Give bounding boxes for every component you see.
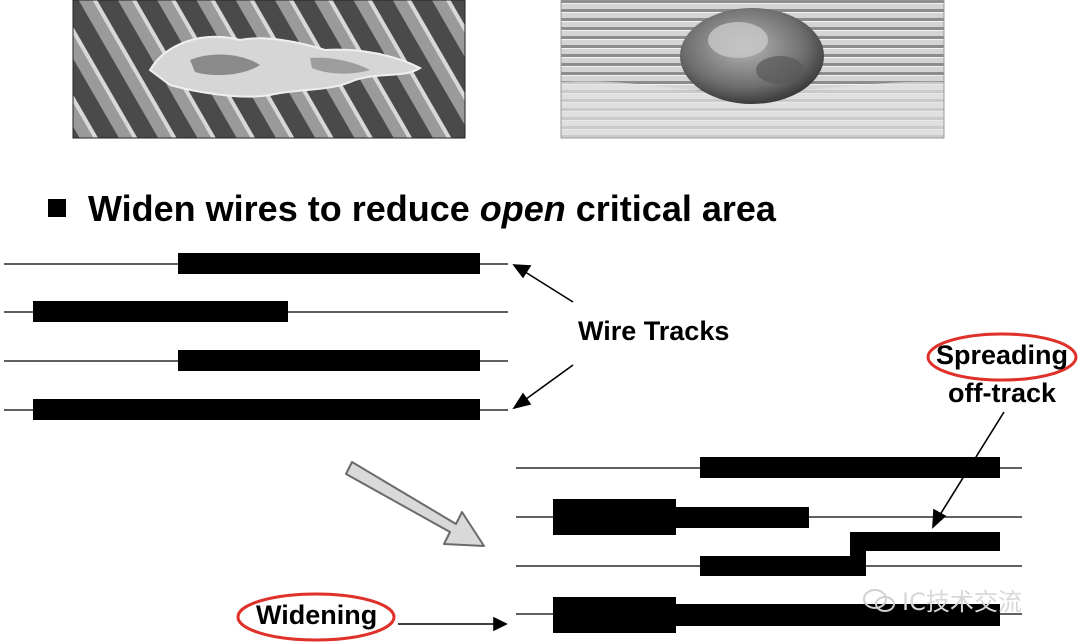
wire-after-4-wide: [553, 597, 676, 633]
spreading-highlight-ring: [926, 332, 1078, 382]
wire-after-1: [700, 457, 1000, 478]
wire-after-4-narrow: [676, 604, 1000, 626]
wire-segment-4: [33, 399, 480, 420]
sem-photo-left: [72, 0, 466, 139]
slide-title: Widen wires to reduce open critical area: [48, 188, 776, 230]
wire-tracks-arrows: [512, 264, 574, 410]
wire-tracks-label: Wire Tracks: [578, 316, 730, 346]
bullet-square-icon: [48, 199, 66, 217]
wire-group-after: [516, 457, 1022, 633]
title-prefix: Widen wires to reduce: [88, 188, 480, 229]
title-suffix: critical area: [565, 188, 776, 229]
watermark: IC技术交流: [862, 582, 1022, 617]
spreading-label-line2: off-track: [948, 378, 1057, 408]
sem-photo-right: [560, 0, 945, 139]
wire-after-2-narrow: [676, 507, 809, 528]
transition-arrow: [345, 461, 485, 547]
widening-label: Widening: [256, 600, 378, 630]
wechat-icon: [863, 589, 895, 612]
spreading-label-line1: Spreading: [936, 340, 1069, 370]
wire-group-before: [4, 253, 508, 420]
watermark-text: IC技术交流: [902, 588, 1022, 616]
title-emphasis: open: [479, 188, 566, 229]
widening-arrow: [398, 616, 508, 632]
widening-highlight-ring: [236, 592, 396, 642]
wire-segment-1: [178, 253, 480, 274]
spreading-arrow: [932, 411, 1005, 529]
wire-segment-2: [33, 301, 288, 322]
wire-after-3-jog: [700, 532, 1000, 576]
wire-segment-3: [178, 350, 480, 371]
wire-after-2-wide: [553, 499, 676, 535]
